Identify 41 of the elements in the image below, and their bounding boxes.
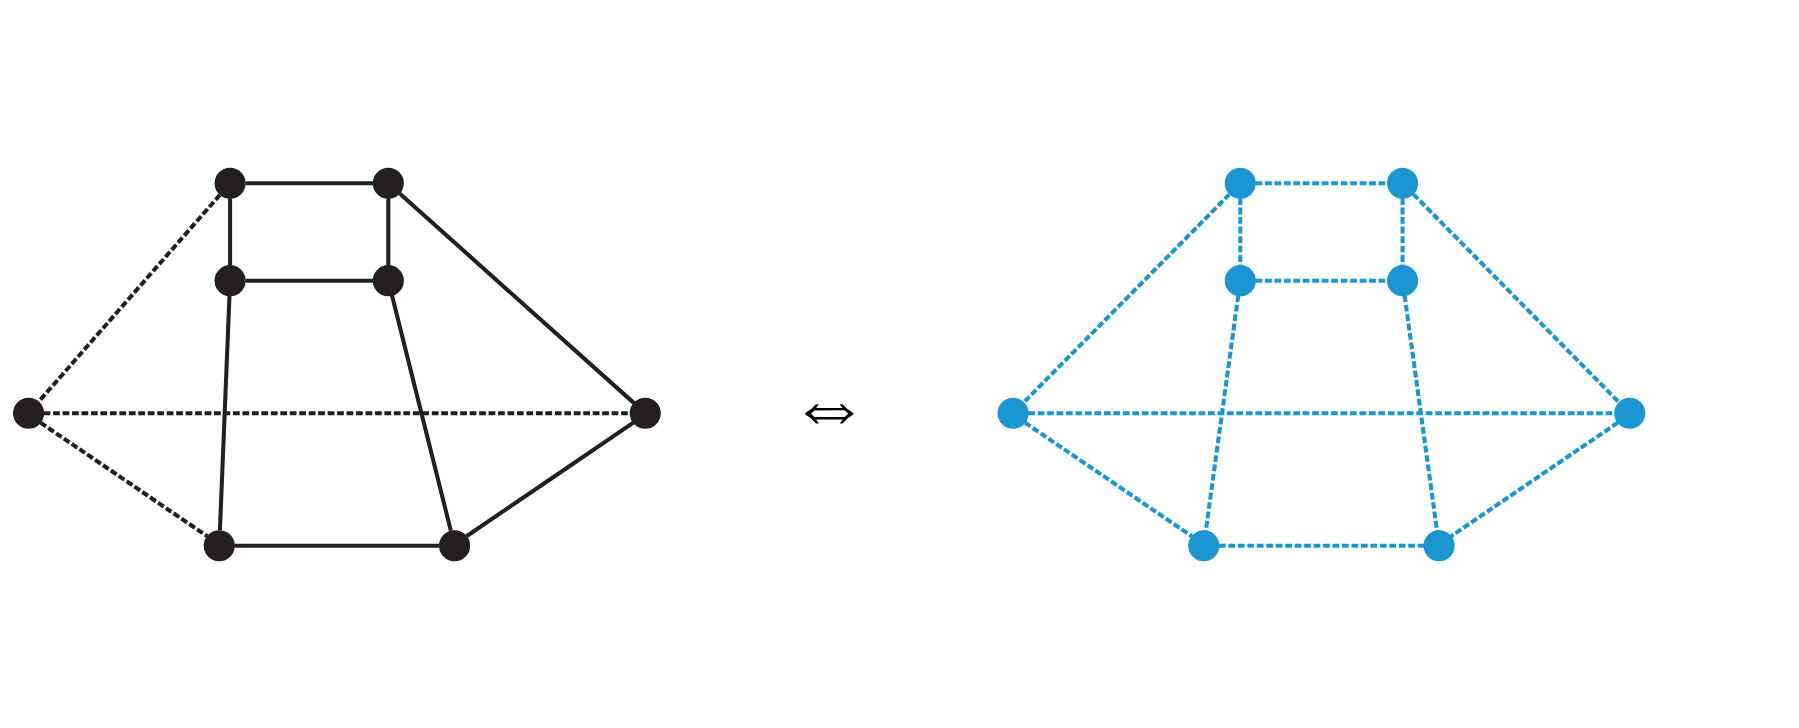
node-circle xyxy=(1224,264,1256,296)
connector xyxy=(245,278,374,283)
connector xyxy=(1028,410,1615,415)
node-circle xyxy=(214,264,246,296)
connector xyxy=(1203,294,1241,531)
connector xyxy=(386,197,391,266)
connector xyxy=(398,191,636,405)
connector xyxy=(234,543,440,548)
node-circle xyxy=(1188,529,1220,561)
connector xyxy=(390,294,453,531)
node-circle xyxy=(629,397,661,429)
connector xyxy=(1022,192,1231,404)
connector xyxy=(1449,420,1619,538)
node-circle xyxy=(13,397,45,429)
connector xyxy=(1023,420,1193,538)
connector xyxy=(43,410,630,415)
connector xyxy=(1412,192,1621,404)
connector xyxy=(1255,278,1388,283)
node-circle xyxy=(372,167,404,199)
node-circle xyxy=(214,167,246,199)
connector xyxy=(245,180,374,185)
node-circle xyxy=(1387,167,1419,199)
node-circle xyxy=(372,264,404,296)
connector xyxy=(228,197,233,266)
node-circle xyxy=(203,529,235,561)
node-circle xyxy=(997,397,1029,429)
node-circle xyxy=(1614,397,1646,429)
node-circle xyxy=(1224,167,1256,199)
connector xyxy=(465,420,635,538)
connector xyxy=(1218,543,1425,548)
node-circle xyxy=(439,529,471,561)
connector xyxy=(217,295,232,530)
connector xyxy=(1402,294,1440,531)
connector xyxy=(39,420,209,538)
connector xyxy=(37,193,222,403)
connector xyxy=(1238,197,1243,266)
connector xyxy=(1400,197,1405,266)
label: ⇔ xyxy=(788,359,870,450)
node-circle xyxy=(1423,529,1455,561)
node-circle xyxy=(1387,264,1419,296)
connector xyxy=(1255,180,1388,185)
